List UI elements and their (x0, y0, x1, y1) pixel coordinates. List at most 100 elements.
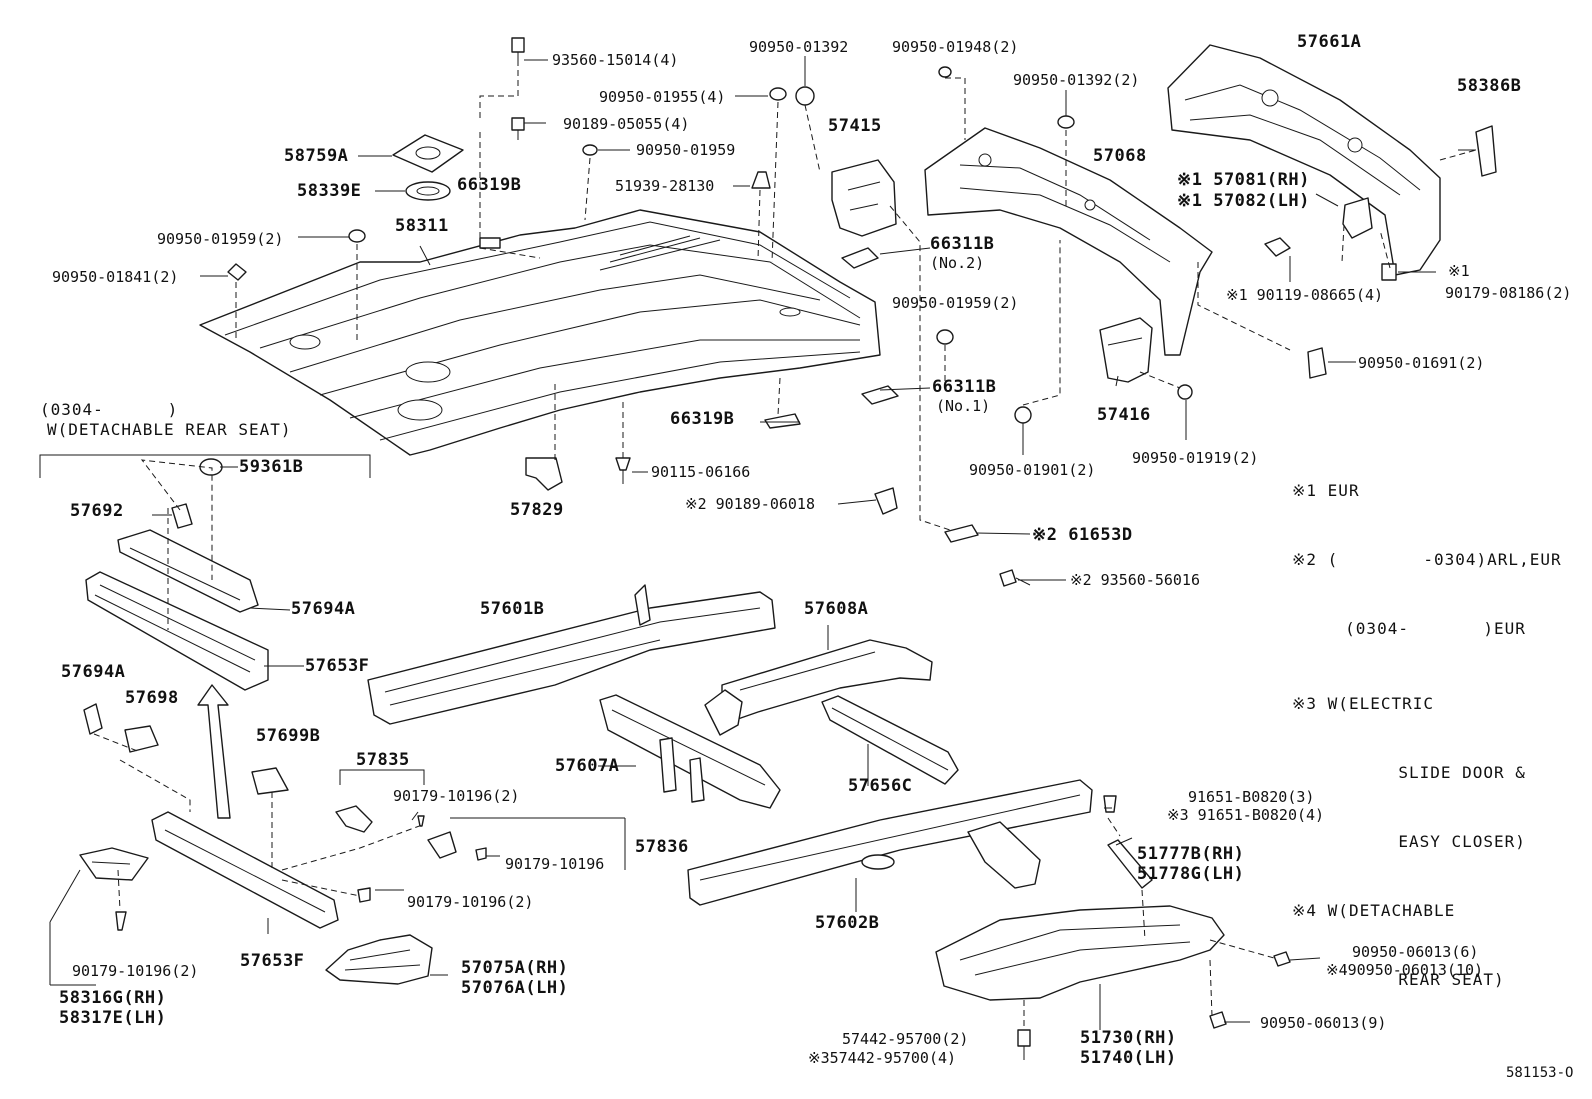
label-57607A: 57607A (555, 756, 620, 776)
member-57601B (367, 584, 776, 725)
floor-pan-58311 (199, 209, 881, 456)
label-57082: ※1 57082(LH) (1177, 191, 1310, 211)
label-57653F-bot: 57653F (240, 951, 305, 971)
label-57694A-bot: 57694A (61, 662, 126, 682)
label-66311B-no2: 66311B (930, 234, 995, 254)
label-90950-01901: 90950-01901(2) (969, 461, 1096, 479)
footnotes: ※1 EUR ※2 ( -0304)ARL,EUR (0304- )EUR ※3… (1292, 433, 1562, 1014)
label-93560-15014: 93560-15014(4) (552, 51, 679, 69)
assembly-lines (93, 70, 1477, 1030)
label-90950-01392-2: 90950-01392(2) (1013, 71, 1140, 89)
label-90950-01691: 90950-01691(2) (1358, 354, 1485, 372)
label-90189-06018: ※2 90189-06018 (685, 495, 815, 513)
label-58317E: 58317E(LH) (59, 1008, 167, 1028)
label-no2: (No.2) (930, 254, 985, 272)
leader-lines (49, 56, 1476, 1060)
label-51778G: 51778G(LH) (1137, 864, 1245, 884)
label-no1: (No.1) (936, 397, 991, 415)
label-57692: 57692 (70, 501, 124, 521)
lower-left-parts (79, 703, 433, 985)
label-61653D: ※2 61653D (1032, 525, 1133, 545)
label-57829: 57829 (510, 500, 564, 520)
label-51777B: 51777B(RH) (1137, 844, 1245, 864)
label-57699B: 57699B (256, 726, 321, 746)
footnote-line: SLIDE DOOR & (1292, 763, 1526, 782)
footnote-line: REAR SEAT) (1292, 970, 1505, 989)
label-57698: 57698 (125, 688, 179, 708)
label-w-detachable: W(DETACHABLE REAR SEAT) (47, 420, 292, 439)
label-66311B-no1: 66311B (932, 377, 997, 397)
label-490950-06013: ※490950-06013(10) (1326, 961, 1484, 979)
label-90950-01959: 90950-01959 (636, 141, 736, 159)
label-51740: 51740(LH) (1080, 1048, 1177, 1068)
label-90950-01841: 90950-01841(2) (52, 268, 179, 286)
label-59361B: 59361B (239, 457, 304, 477)
label-57602B: 57602B (815, 913, 880, 933)
label-90179-10196-b: 90179-10196 (505, 855, 605, 873)
label-57081: ※1 57081(RH) (1177, 170, 1310, 190)
arrow-up (197, 684, 231, 819)
label-90950-01392: 90950-01392 (749, 38, 849, 56)
label-51939-28130: 51939-28130 (615, 177, 715, 195)
brackets-57835-57836 (335, 769, 626, 903)
label-90950-01959-2b: 90950-01959(2) (892, 294, 1019, 312)
top-hardware (227, 37, 1075, 281)
label-90950-06013-6: 90950-06013(6) (1352, 943, 1479, 961)
label-58311: 58311 (395, 216, 449, 236)
label-range-0304: (0304- ) (40, 400, 179, 419)
label-66319B-top: 66319B (457, 175, 522, 195)
label-90115-06166: 90115-06166 (651, 463, 751, 481)
footnote-line: ※2 ( -0304)ARL,EUR (1292, 550, 1562, 569)
label-90950-01955: 90950-01955(4) (599, 88, 726, 106)
label-57068: 57068 (1093, 146, 1147, 166)
label-90179-10196-a: 90179-10196(2) (393, 787, 520, 805)
floor-brackets (199, 457, 563, 491)
label-58339E: 58339E (297, 181, 362, 201)
footnote-line: (0304- )EUR (1292, 619, 1526, 638)
label-57442-2: 57442-95700(2) (842, 1030, 969, 1048)
label-58759A: 58759A (284, 146, 349, 166)
footnote-line: ※3 W(ELECTRIC (1292, 694, 1434, 713)
label-57416: 57416 (1097, 405, 1151, 425)
label-57442-4: ※357442-95700(4) (808, 1049, 957, 1067)
label-90119-08665: ※1 90119-08665(4) (1226, 286, 1384, 304)
label-57653F-top: 57653F (305, 656, 370, 676)
footnote-line: EASY CLOSER) (1292, 832, 1526, 851)
label-91651-4: ※3 91651-B0820(4) (1167, 806, 1325, 824)
label-90179-10196-c: 90179-10196(2) (407, 893, 534, 911)
label-90950-01948: 90950-01948(2) (892, 38, 1019, 56)
member-57656C (821, 695, 959, 785)
member-57602B (687, 779, 1093, 906)
label-91651-3: 91651-B0820(3) (1188, 788, 1315, 806)
label-57661A: 57661A (1297, 32, 1362, 52)
figure-id: 581153-O (1506, 1065, 1574, 1081)
label-93560-56016: ※2 93560-56016 (1070, 571, 1200, 589)
rail-57068 (924, 127, 1213, 356)
label-57076A: 57076A(LH) (461, 978, 569, 998)
label-90950-06013-9: 90950-06013(9) (1260, 1014, 1387, 1032)
tray-51730 (935, 905, 1291, 1047)
label-90950-01919: 90950-01919(2) (1132, 449, 1259, 467)
footnote-line: ※1 EUR (1292, 481, 1360, 500)
bracket-57416 (1014, 317, 1193, 424)
label-57694A-top: 57694A (291, 599, 356, 619)
label-58316G: 58316G(RH) (59, 988, 167, 1008)
label-90189-05055: 90189-05055(4) (563, 115, 690, 133)
label-57608A: 57608A (804, 599, 869, 619)
footnote-line: ※4 W(DETACHABLE (1292, 901, 1456, 920)
label-58386B: 58386B (1457, 76, 1522, 96)
member-57661A (1167, 44, 1497, 379)
rear-seat-group (39, 454, 371, 691)
label-57656C: 57656C (848, 776, 913, 796)
label-57415: 57415 (828, 116, 882, 136)
side-fasteners (615, 329, 1031, 587)
label-57836: 57836 (635, 837, 689, 857)
member-57608A (704, 639, 933, 736)
label-90179-08186: 90179-08186(2) (1445, 284, 1572, 302)
bracket-57415 (764, 159, 899, 429)
label-57601B: 57601B (480, 599, 545, 619)
label-90179-10196-d: 90179-10196(2) (72, 962, 199, 980)
label-90950-01959-2a: 90950-01959(2) (157, 230, 284, 248)
